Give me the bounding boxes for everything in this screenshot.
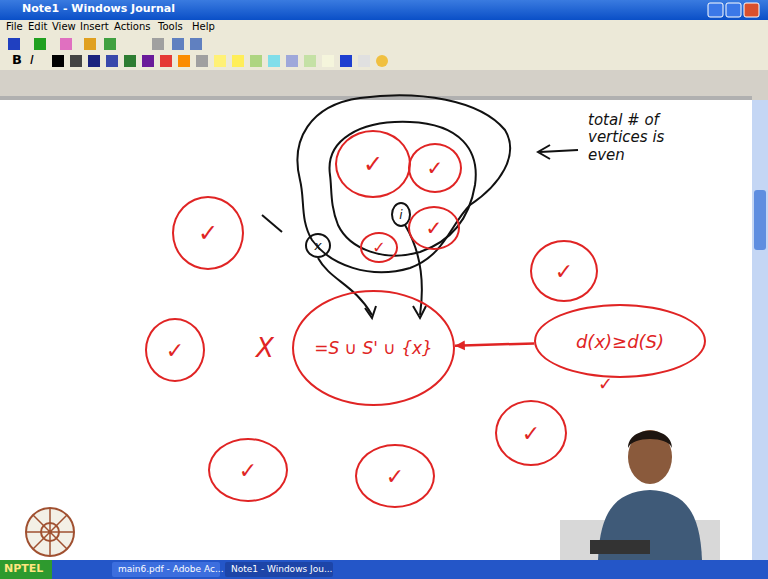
- presenter: [560, 430, 720, 560]
- node-text: ✓: [555, 259, 573, 284]
- taskbar-button: main6.pdf - Adobe Ac...: [118, 564, 224, 574]
- node-text: i: [399, 208, 402, 222]
- check-mark: ✓: [598, 374, 613, 395]
- check-circle: ✓: [208, 438, 288, 502]
- check-circle: ✓: [360, 232, 398, 263]
- check-circle: ✓: [335, 130, 411, 198]
- node-text: ✓: [522, 421, 540, 446]
- node-text: ✓: [372, 238, 385, 257]
- set-oval: =S ∪ S' ∪ {x}: [292, 290, 455, 406]
- bold-button: B: [12, 53, 22, 68]
- menu-item: Tools: [158, 21, 183, 33]
- node-text: ✓: [386, 464, 404, 489]
- check-circle: ✓: [172, 196, 244, 270]
- arrow-connector: [455, 341, 534, 351]
- node-text: d(x)≥d(S): [576, 331, 664, 352]
- node-text: ✓: [166, 338, 184, 363]
- node-text: ✓: [427, 156, 444, 180]
- node-text: ✓: [239, 458, 257, 483]
- menu-item: View: [52, 21, 76, 33]
- check-circle: ✓: [495, 400, 567, 466]
- check-circle: ✓: [355, 444, 435, 508]
- check-circle: ✓: [408, 206, 460, 250]
- menu-item: Insert: [80, 21, 109, 33]
- italic-button: I: [30, 53, 34, 68]
- vertex-circle: x: [305, 233, 331, 258]
- window-title: Note1 - Windows Journal: [22, 3, 322, 16]
- node-text: =S ∪ S' ∪ {x}: [314, 338, 433, 358]
- node-text: ✓: [363, 150, 383, 178]
- check-circle: ✓: [530, 240, 598, 302]
- node-text: ✓: [426, 216, 443, 240]
- taskbar-button: Note1 - Windows Jou...: [231, 564, 332, 574]
- check-circle: ✓: [408, 143, 462, 193]
- node-text: ✓: [198, 219, 218, 247]
- set-name: X: [256, 334, 274, 364]
- handwritten-note: total # of vertices is even: [588, 112, 668, 164]
- node-text: x: [314, 239, 321, 253]
- check-circle: ✓: [145, 318, 205, 382]
- menu-item: Edit: [28, 21, 47, 33]
- degree-oval: d(x)≥d(S): [534, 304, 706, 378]
- menu-item: File: [6, 21, 23, 33]
- menu-item: Actions: [114, 21, 151, 33]
- menu-item: Help: [192, 21, 215, 33]
- channel-logo: NPTEL: [4, 563, 43, 576]
